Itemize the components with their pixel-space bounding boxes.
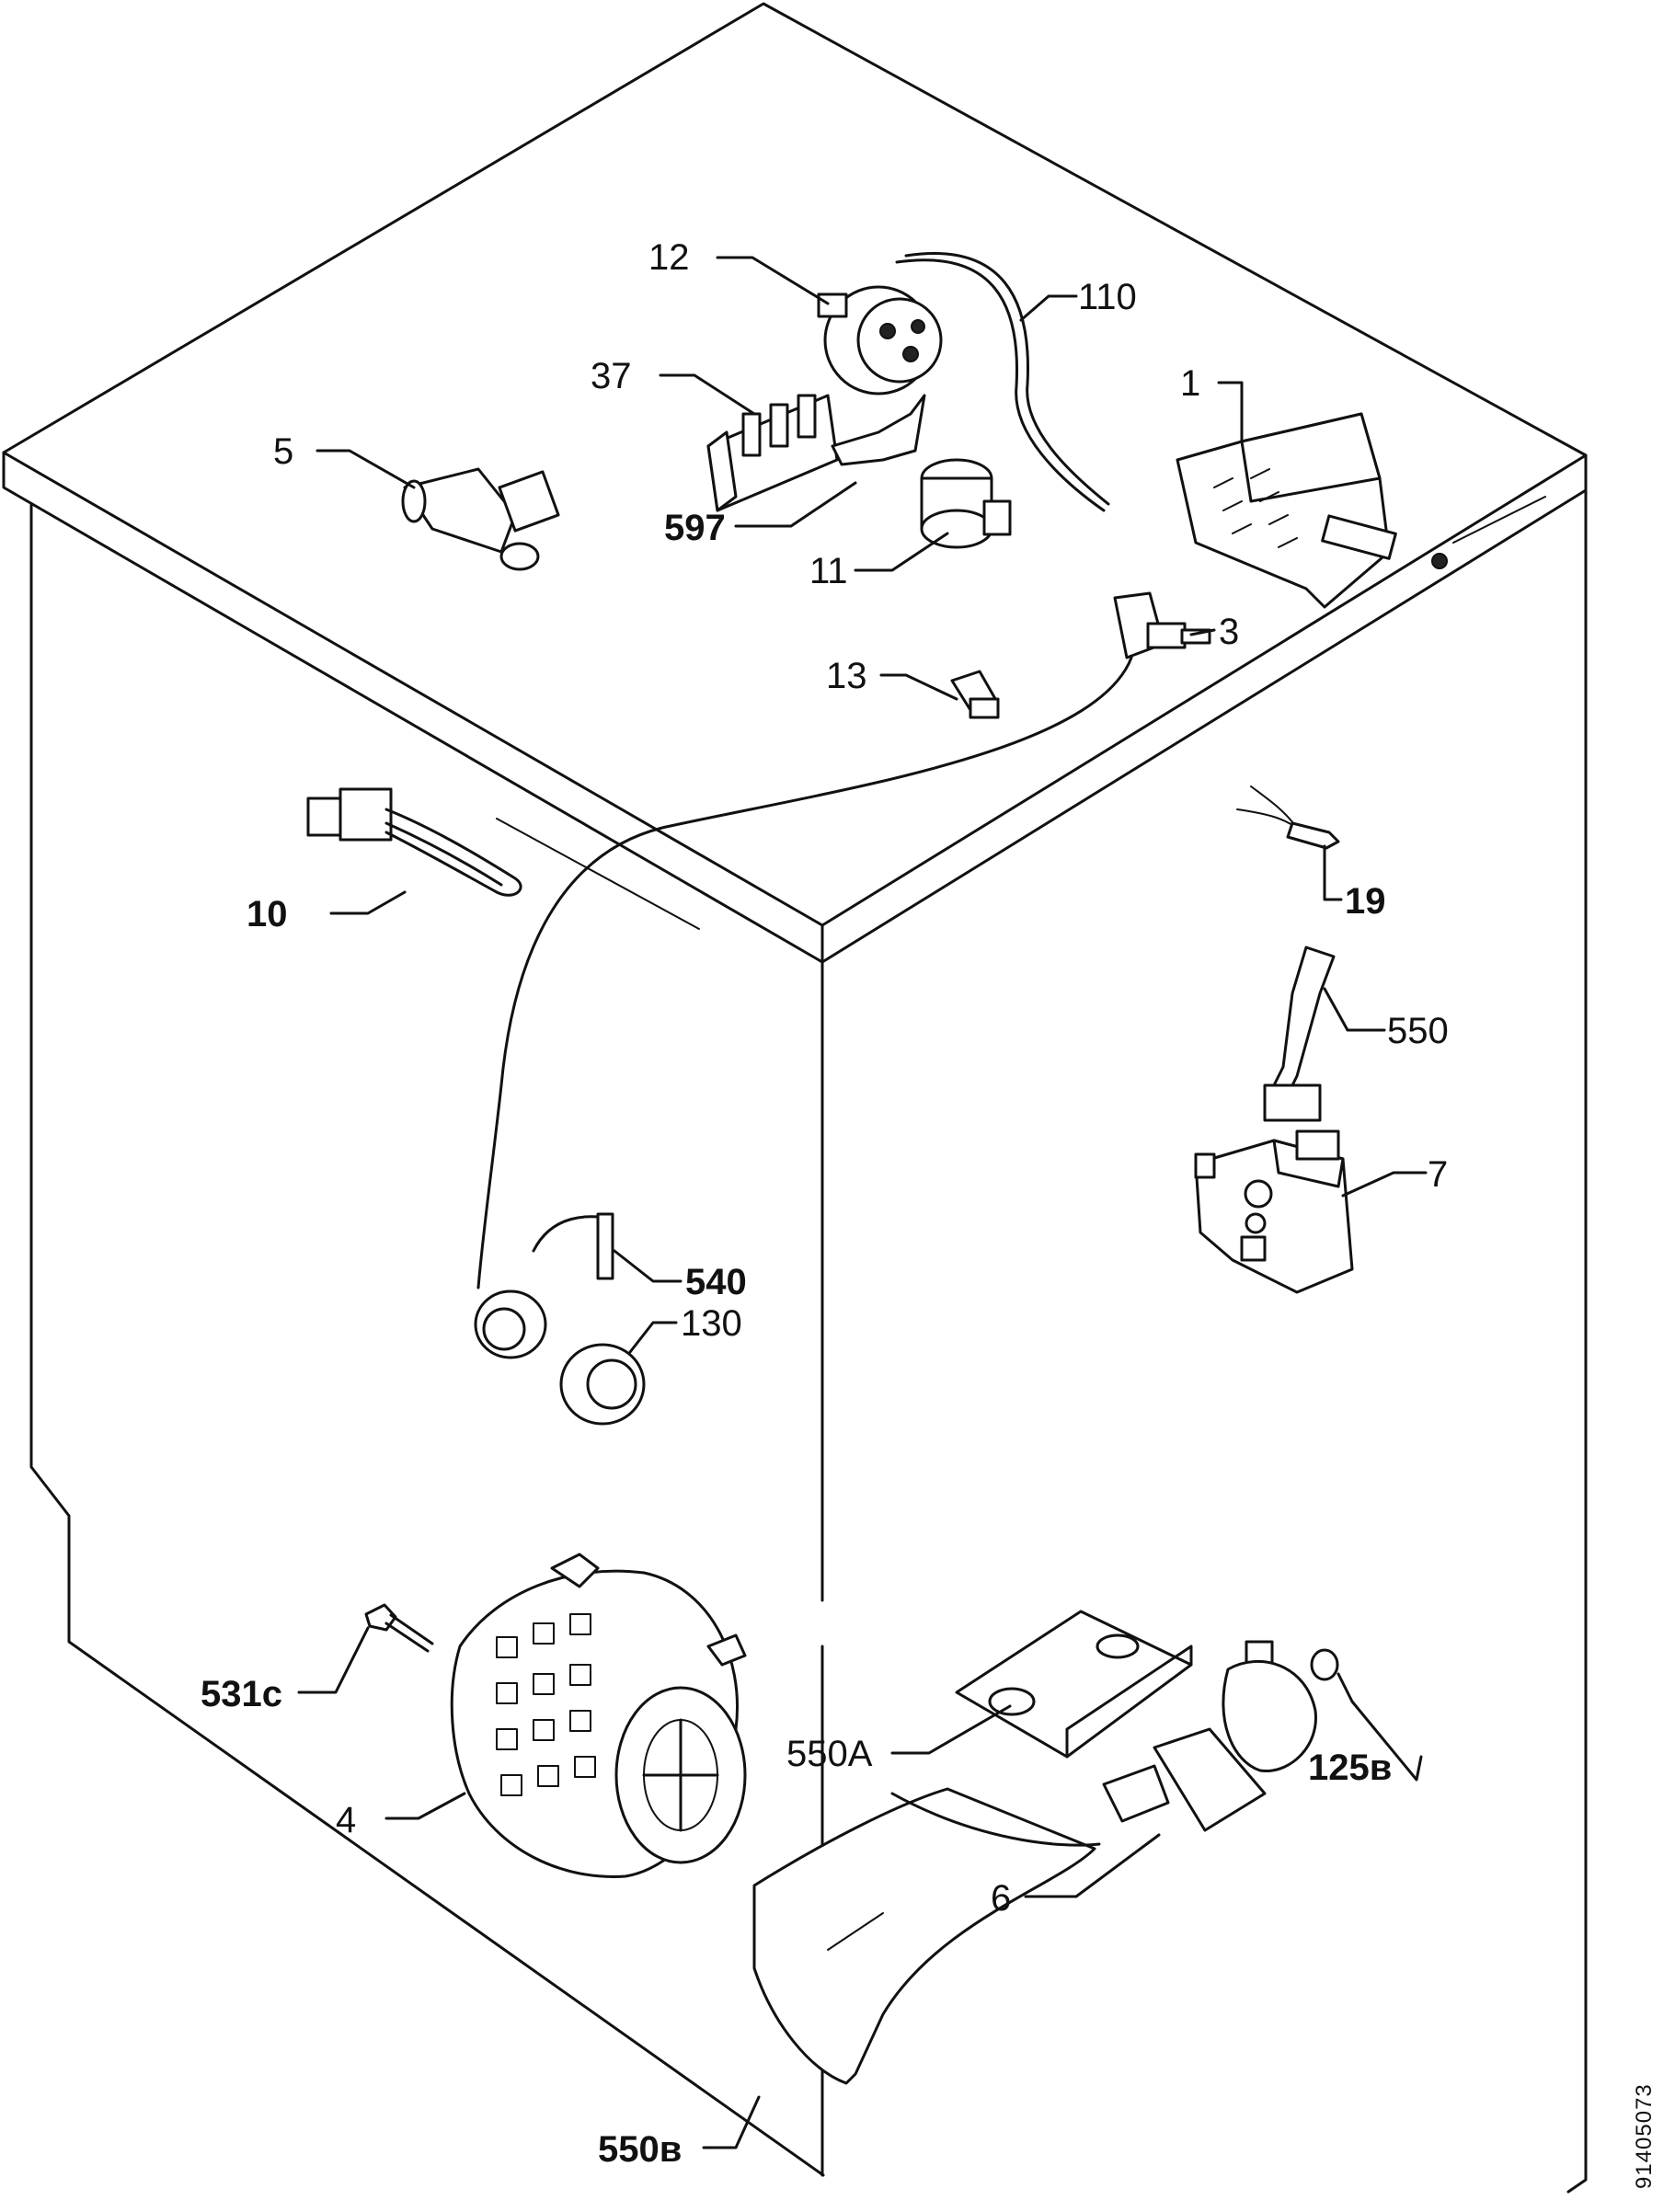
sensor-19: [1236, 785, 1340, 850]
leader-lines: [297, 256, 1428, 2149]
screw-531c: [364, 1603, 434, 1653]
pump-6: [1102, 1640, 1339, 1832]
hose-110: [895, 258, 1106, 512]
timer-1: [1176, 412, 1448, 609]
switch-3: [1113, 591, 1211, 659]
valve-5: [401, 467, 560, 571]
callout-125b: 125в: [1308, 1748, 1392, 1788]
clip-597: [831, 394, 926, 466]
pressure-switch-12: [817, 285, 943, 395]
callout-3: 3: [1219, 612, 1239, 652]
callout-12: 12: [648, 237, 690, 278]
cover-550b: [752, 1787, 1101, 2085]
document-id: 91405073: [1632, 2083, 1657, 2189]
callout-7: 7: [1428, 1154, 1448, 1195]
callout-11: 11: [809, 551, 848, 591]
callout-5: 5: [273, 431, 293, 472]
callout-550b: 550в: [598, 2129, 682, 2170]
callout-10: 10: [247, 894, 288, 934]
callout-110: 110: [1078, 277, 1137, 317]
cabinet-left-side: [29, 502, 825, 2177]
callout-531c: 531c: [201, 1674, 282, 1714]
callout-597: 597: [664, 508, 726, 548]
callout-13: 13: [826, 656, 867, 696]
callout-540: 540: [685, 1262, 747, 1302]
door-lock-7: [1194, 1129, 1354, 1294]
callout-19: 19: [1345, 881, 1386, 922]
motor-4: [450, 1553, 747, 1878]
terminal-block-37: [706, 394, 839, 512]
switch-cable: [476, 656, 1133, 1289]
heating-element-10: [306, 787, 522, 897]
cabinet-right-side: [1566, 488, 1588, 2194]
callout-130: 130: [681, 1303, 742, 1344]
callout-37: 37: [591, 356, 632, 396]
seal-130: [474, 1289, 646, 1426]
callout-550a: 550A: [786, 1734, 873, 1774]
callout-4: 4: [336, 1800, 356, 1840]
callout-labels: 12 110 37 5 597 11 1 3 13 19 10 550 7 54…: [201, 237, 1449, 2170]
connector-13: [950, 670, 1000, 719]
lever-550: [1263, 946, 1336, 1122]
callout-550: 550: [1387, 1011, 1449, 1051]
callout-1: 1: [1180, 363, 1200, 404]
callout-6: 6: [991, 1878, 1011, 1919]
bracket-550a: [955, 1610, 1193, 1759]
